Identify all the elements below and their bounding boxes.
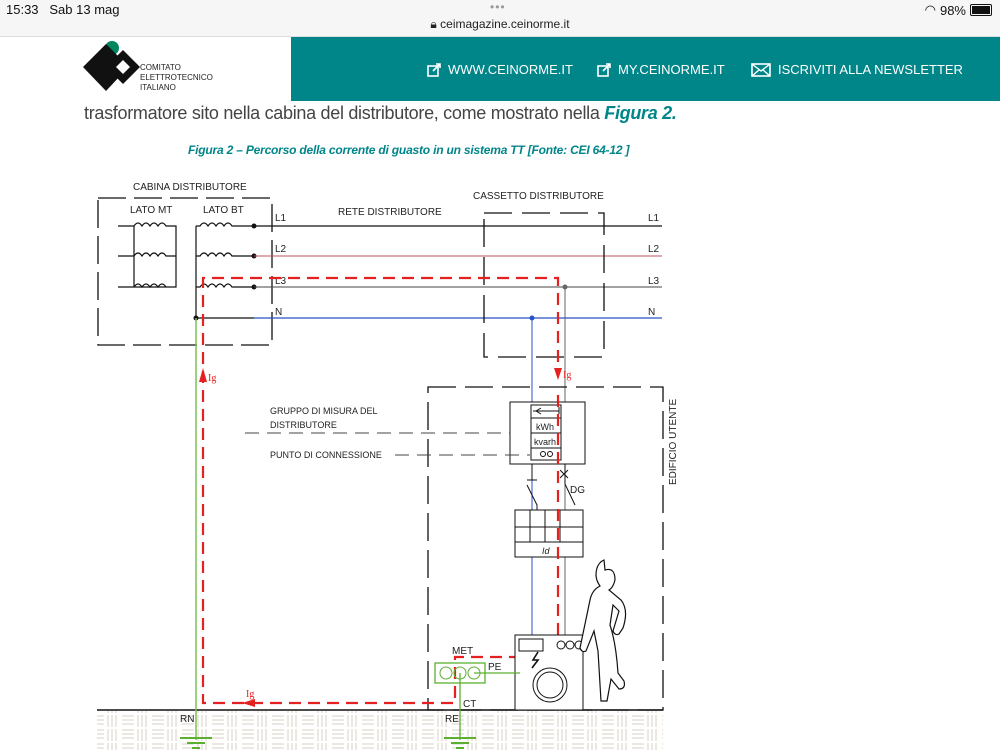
transformer-coils [118,222,254,319]
cei-logo-icon [83,41,140,91]
external-link-icon [427,62,441,77]
nav-newsletter[interactable]: ISCRIVITI ALLA NEWSLETTER [751,62,963,77]
diagram-label: L2 [275,244,287,255]
washing-machine-icon [514,634,584,711]
lato-bt-label: LATO BT [203,205,244,216]
diagram-label: RE [445,714,459,725]
figure-link[interactable]: Figura 2. [604,103,677,123]
edificio-label: EDIFICIO UTENTE [668,399,679,485]
lato-mt-label: LATO MT [130,205,172,216]
diagram-label: DG [570,485,585,496]
nav-www-ceinorme[interactable]: WWW.CEINORME.IT [427,62,573,77]
diagram-label: kvarh [534,437,556,447]
nav-label: MY.CEINORME.IT [618,62,725,77]
address-bar[interactable]: 🔒︎ ceimagazine.ceinorme.it [430,17,570,31]
cabina-label: CABINA DISTRIBUTORE [133,182,247,193]
diagram-label: Ig [246,689,254,700]
person-icon [579,559,627,702]
diagram-label: Ig [208,373,216,384]
diagram-label: GRUPPO DI MISURA DEL [270,406,378,416]
diagram-label: L3 [275,276,287,287]
nav-label: ISCRIVITI ALLA NEWSLETTER [778,62,963,77]
figure-caption: Figura 2 – Percorso della corrente di gu… [188,143,630,157]
status-bar: 15:33 Sab 13 mag ••• 🔒︎ ceimagazine.cein… [0,0,1000,37]
diagram-label: RN [180,714,194,725]
more-dots-icon[interactable]: ••• [490,0,506,14]
diagram-label: L3 [648,276,660,287]
diagram-label: CT [463,699,476,710]
rete-label: RETE DISTRIBUTORE [338,207,442,218]
cassetto-box [483,212,605,358]
diagram-label: L1 [275,213,287,224]
external-link-icon [597,62,611,77]
article-paragraph: trasformatore sito nella cabina del dist… [84,103,677,123]
earth-re-icon [444,737,476,749]
diagram-label: Ig [563,370,571,381]
diagram-label: N [648,307,655,318]
top-nav: WWW.CEINORME.IT MY.CEINORME.IT ISCRIVITI… [291,37,1000,101]
fault-current-path [201,276,560,705]
battery-icon [970,4,992,16]
cassetto-label: CASSETTO DISTRIBUTORE [473,191,604,202]
earth-rn-icon [180,737,212,749]
diagram-label: N [275,307,282,318]
diagram-label: Id [542,546,551,556]
envelope-icon [751,62,771,77]
nav-label: WWW.CEINORME.IT [448,62,573,77]
diagram-label: kWh [536,422,554,432]
status-time: 15:33 Sab 13 mag [6,2,120,17]
wifi-icon: ◠ [924,2,936,17]
lock-icon: 🔒︎ [430,17,437,31]
diagram-label: PUNTO DI CONNESSIONE [270,450,382,460]
diagram-label: MET [452,646,473,657]
nav-my-ceinorme[interactable]: MY.CEINORME.IT [597,62,725,77]
battery-status: ◠98% [925,2,992,18]
diagram-label: L1 [648,213,660,224]
cabina-box [97,197,273,346]
rcd-box [514,509,584,558]
diagram-label: PE [488,662,502,673]
diagram-label: L2 [648,244,660,255]
diagram-label: DISTRIBUTORE [270,420,337,430]
